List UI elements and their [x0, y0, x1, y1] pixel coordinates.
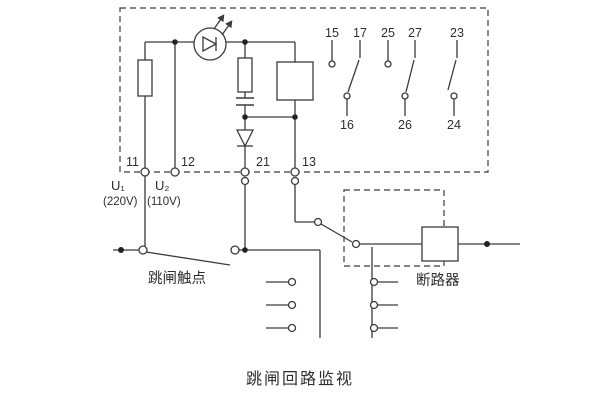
trip-contact-label: 跳闸触点	[148, 270, 206, 287]
terminal-11	[140, 167, 150, 177]
trip-contact-right	[230, 245, 240, 255]
junction-dot	[242, 39, 248, 45]
contact-blades	[145, 59, 457, 266]
junction-dot	[242, 114, 248, 120]
diagram-title: 跳闸回路监视	[246, 370, 354, 388]
relay-coil	[276, 61, 314, 101]
trip-contact-left	[138, 245, 148, 255]
monitor-module-box	[119, 7, 489, 173]
led-triangle	[202, 35, 218, 53]
terminal-label-27: 27	[408, 26, 422, 40]
aux-row-node	[287, 323, 297, 333]
contact-15	[328, 60, 336, 68]
u1-voltage-label: (220V)	[103, 196, 138, 208]
terminal-label-26: 26	[398, 118, 412, 132]
terminal-label-11: 11	[126, 155, 139, 169]
junction-dot	[118, 247, 124, 253]
led-light-arrow-icon	[221, 20, 233, 36]
led-light-arrow-icon	[213, 14, 225, 30]
terminal-circles	[138, 60, 458, 333]
terminal-label-12: 12	[181, 155, 195, 169]
junction-dot	[172, 39, 178, 45]
contact-16	[343, 92, 351, 100]
terminal-label-23: 23	[450, 26, 464, 40]
terminal-21	[240, 167, 250, 177]
contact-25	[384, 60, 392, 68]
circuit-wires	[113, 40, 520, 338]
u2-label: U₂	[155, 178, 169, 193]
u2-voltage-label: (110V)	[147, 196, 181, 208]
aux-row-node	[369, 277, 379, 287]
aux-contact-node	[313, 217, 323, 227]
contact-24	[450, 92, 458, 100]
diode	[235, 129, 255, 148]
terminal-label-25: 25	[381, 26, 395, 40]
breaker-box	[343, 189, 445, 267]
aux-row-node	[287, 300, 297, 310]
terminal-label-21: 21	[256, 155, 270, 169]
junction-dots	[118, 39, 490, 253]
node-circle	[240, 176, 250, 186]
aux-contact-node	[351, 239, 361, 249]
aux-row-node	[369, 300, 379, 310]
terminal-label-17: 17	[353, 26, 367, 40]
led-indicator	[193, 14, 233, 61]
junction-dot	[484, 241, 490, 247]
capacitor	[236, 97, 254, 106]
aux-row-node	[287, 277, 297, 287]
terminal-13	[290, 167, 300, 177]
contact-26	[401, 92, 409, 100]
terminal-label-16: 16	[340, 118, 354, 132]
resistor-r2	[237, 57, 253, 93]
breaker-coil	[421, 226, 459, 262]
terminal-label-15: 15	[325, 26, 339, 40]
junction-dot	[292, 114, 298, 120]
junction-dot	[242, 247, 248, 253]
terminal-label-24: 24	[447, 118, 461, 132]
circuit-breaker-label: 断路器	[416, 272, 460, 289]
terminal-label-13: 13	[302, 155, 316, 169]
node-circle	[290, 176, 300, 186]
terminal-12	[170, 167, 180, 177]
diode-triangle	[235, 129, 255, 148]
u1-label: U₁	[111, 178, 125, 193]
resistor-r1	[137, 59, 153, 97]
aux-row-node	[369, 323, 379, 333]
